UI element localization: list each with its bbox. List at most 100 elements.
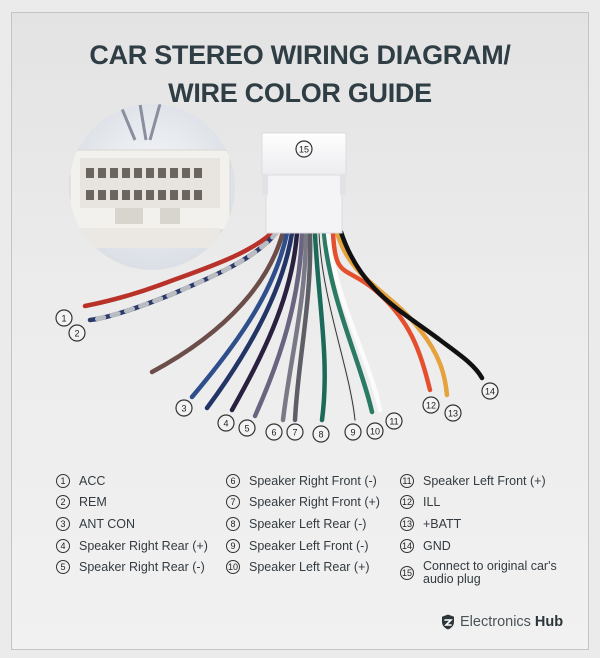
wire-6 [280, 230, 309, 423]
label-12: 12 [422, 396, 440, 414]
legend-item: 6 Speaker Right Front (-) [226, 470, 380, 492]
label-4: 4 [217, 414, 235, 432]
legend-item: 12 ILL [400, 492, 563, 514]
wire-3b [204, 230, 295, 411]
label-15: 15 [295, 140, 313, 158]
svg-text:14: 14 [485, 387, 495, 397]
title-line-2: WIRE COLOR GUIDE [168, 78, 432, 108]
wire-14 [338, 229, 485, 381]
legend-number: 2 [56, 495, 70, 510]
legend-item: 15 Connect to original car's audio plug [400, 556, 563, 590]
legend-label: Speaker Left Rear (+) [249, 560, 370, 575]
connector-plug [261, 132, 347, 234]
wire-5 [252, 230, 305, 419]
svg-text:2: 2 [74, 329, 79, 339]
legend-label: GND [423, 538, 451, 553]
legend-number: 10 [226, 560, 240, 575]
legend-label: Speaker Left Front (-) [249, 538, 369, 553]
wire-2-stripe [87, 229, 280, 323]
svg-text:4: 4 [223, 419, 228, 429]
label-3: 3 [175, 399, 193, 417]
legend-item: 3 ANT CON [56, 513, 208, 535]
label-11: 11 [385, 412, 403, 430]
wire-10 [321, 230, 375, 415]
legend-number: 4 [56, 538, 70, 553]
legend-number: 15 [400, 566, 414, 581]
legend-column-2: 6 Speaker Right Front (-) 7 Speaker Right … [226, 470, 380, 578]
shield-logo-icon [442, 614, 454, 630]
svg-text:8: 8 [318, 430, 323, 440]
legend-item: 9 Speaker Left Front (-) [226, 535, 380, 557]
legend-label: REM [79, 495, 107, 510]
wire-3 [189, 230, 290, 400]
svg-text:15: 15 [299, 145, 309, 155]
label-9: 9 [344, 423, 362, 441]
legend-label: Speaker Right Front (-) [249, 473, 377, 488]
legend-item: 10 Speaker Left Rear (+) [226, 556, 380, 578]
legend-column-3: 11 Speaker Left Front (+) 12 ILL 13 +BATT 1… [400, 470, 563, 590]
label-14: 14 [481, 382, 499, 400]
legend-number: 1 [56, 473, 70, 488]
legend-label: Speaker Right Rear (+) [79, 538, 208, 553]
legend-number: 5 [56, 560, 70, 575]
brand-name-bold: Hub [534, 614, 564, 630]
wire-1 [82, 227, 278, 309]
label-8: 8 [312, 425, 330, 443]
label-7: 7 [286, 423, 304, 441]
legend-item: 8 Speaker Left Rear (-) [226, 513, 380, 535]
wire-11 [325, 230, 383, 413]
legend-label: ANT CON [79, 516, 136, 531]
svg-text:3: 3 [181, 404, 186, 414]
title-line-1: CAR STEREO WIRING DIAGRAM/ [89, 40, 511, 70]
svg-text:5: 5 [244, 424, 249, 434]
legend-item: 11 Speaker Left Front (+) [400, 470, 563, 492]
legend-number: 3 [56, 516, 70, 531]
legend-label: Speaker Right Front (+) [249, 495, 380, 510]
legend-label: Connect to original car's audio plug [423, 559, 557, 587]
svg-text:1: 1 [61, 314, 66, 324]
legend-number: 11 [400, 473, 414, 488]
legend-label: Speaker Left Rear (-) [249, 516, 367, 531]
legend-number: 13 [400, 516, 414, 531]
label-13: 13 [444, 404, 462, 422]
legend-label: ACC [79, 473, 106, 488]
wire-extra [149, 229, 286, 375]
legend-item: 14 GND [400, 535, 563, 557]
label-1: 1 [55, 309, 73, 327]
svg-text:10: 10 [370, 427, 380, 437]
legend-item: 13 +BATT [400, 513, 563, 535]
legend-number: 6 [226, 473, 240, 488]
legend-label: ILL [423, 495, 441, 510]
legend-item: 1 ACC [56, 470, 208, 492]
legend-item: 5 Speaker Right Rear (-) [56, 556, 208, 578]
svg-text:6: 6 [271, 428, 276, 438]
legend-number: 7 [226, 495, 240, 510]
plug-closeup-inset [69, 104, 235, 270]
legend-number: 14 [400, 538, 414, 553]
legend-number: 8 [226, 516, 240, 531]
svg-text:7: 7 [292, 428, 297, 438]
svg-text:9: 9 [350, 428, 355, 438]
svg-text:12: 12 [426, 401, 436, 411]
label-10: 10 [366, 422, 384, 440]
wire-9-line [318, 232, 356, 421]
page-title: CAR STEREO WIRING DIAGRAM/ WIRE COLOR GU… [0, 36, 600, 112]
legend-number: 9 [226, 538, 240, 553]
wire-4 [229, 230, 300, 413]
wire-number-labels: 15 1 2 3 4 5 6 7 8 9 10 11 12 13 14 [55, 140, 499, 443]
wire-8 [312, 230, 327, 423]
legend-label: Speaker Left Front (+) [423, 473, 546, 488]
brand-logo: Electronics Hub [441, 614, 563, 630]
legend-label: Speaker Right Rear (-) [79, 560, 205, 575]
wire-7 [292, 230, 313, 423]
legend-label: +BATT [423, 516, 462, 531]
label-6: 6 [265, 423, 283, 441]
legend-number: 12 [400, 495, 414, 510]
legend-item: 7 Speaker Right Front (+) [226, 492, 380, 514]
wires [82, 227, 485, 423]
legend-item: 2 REM [56, 492, 208, 514]
legend-item: 4 Speaker Right Rear (+) [56, 535, 208, 557]
